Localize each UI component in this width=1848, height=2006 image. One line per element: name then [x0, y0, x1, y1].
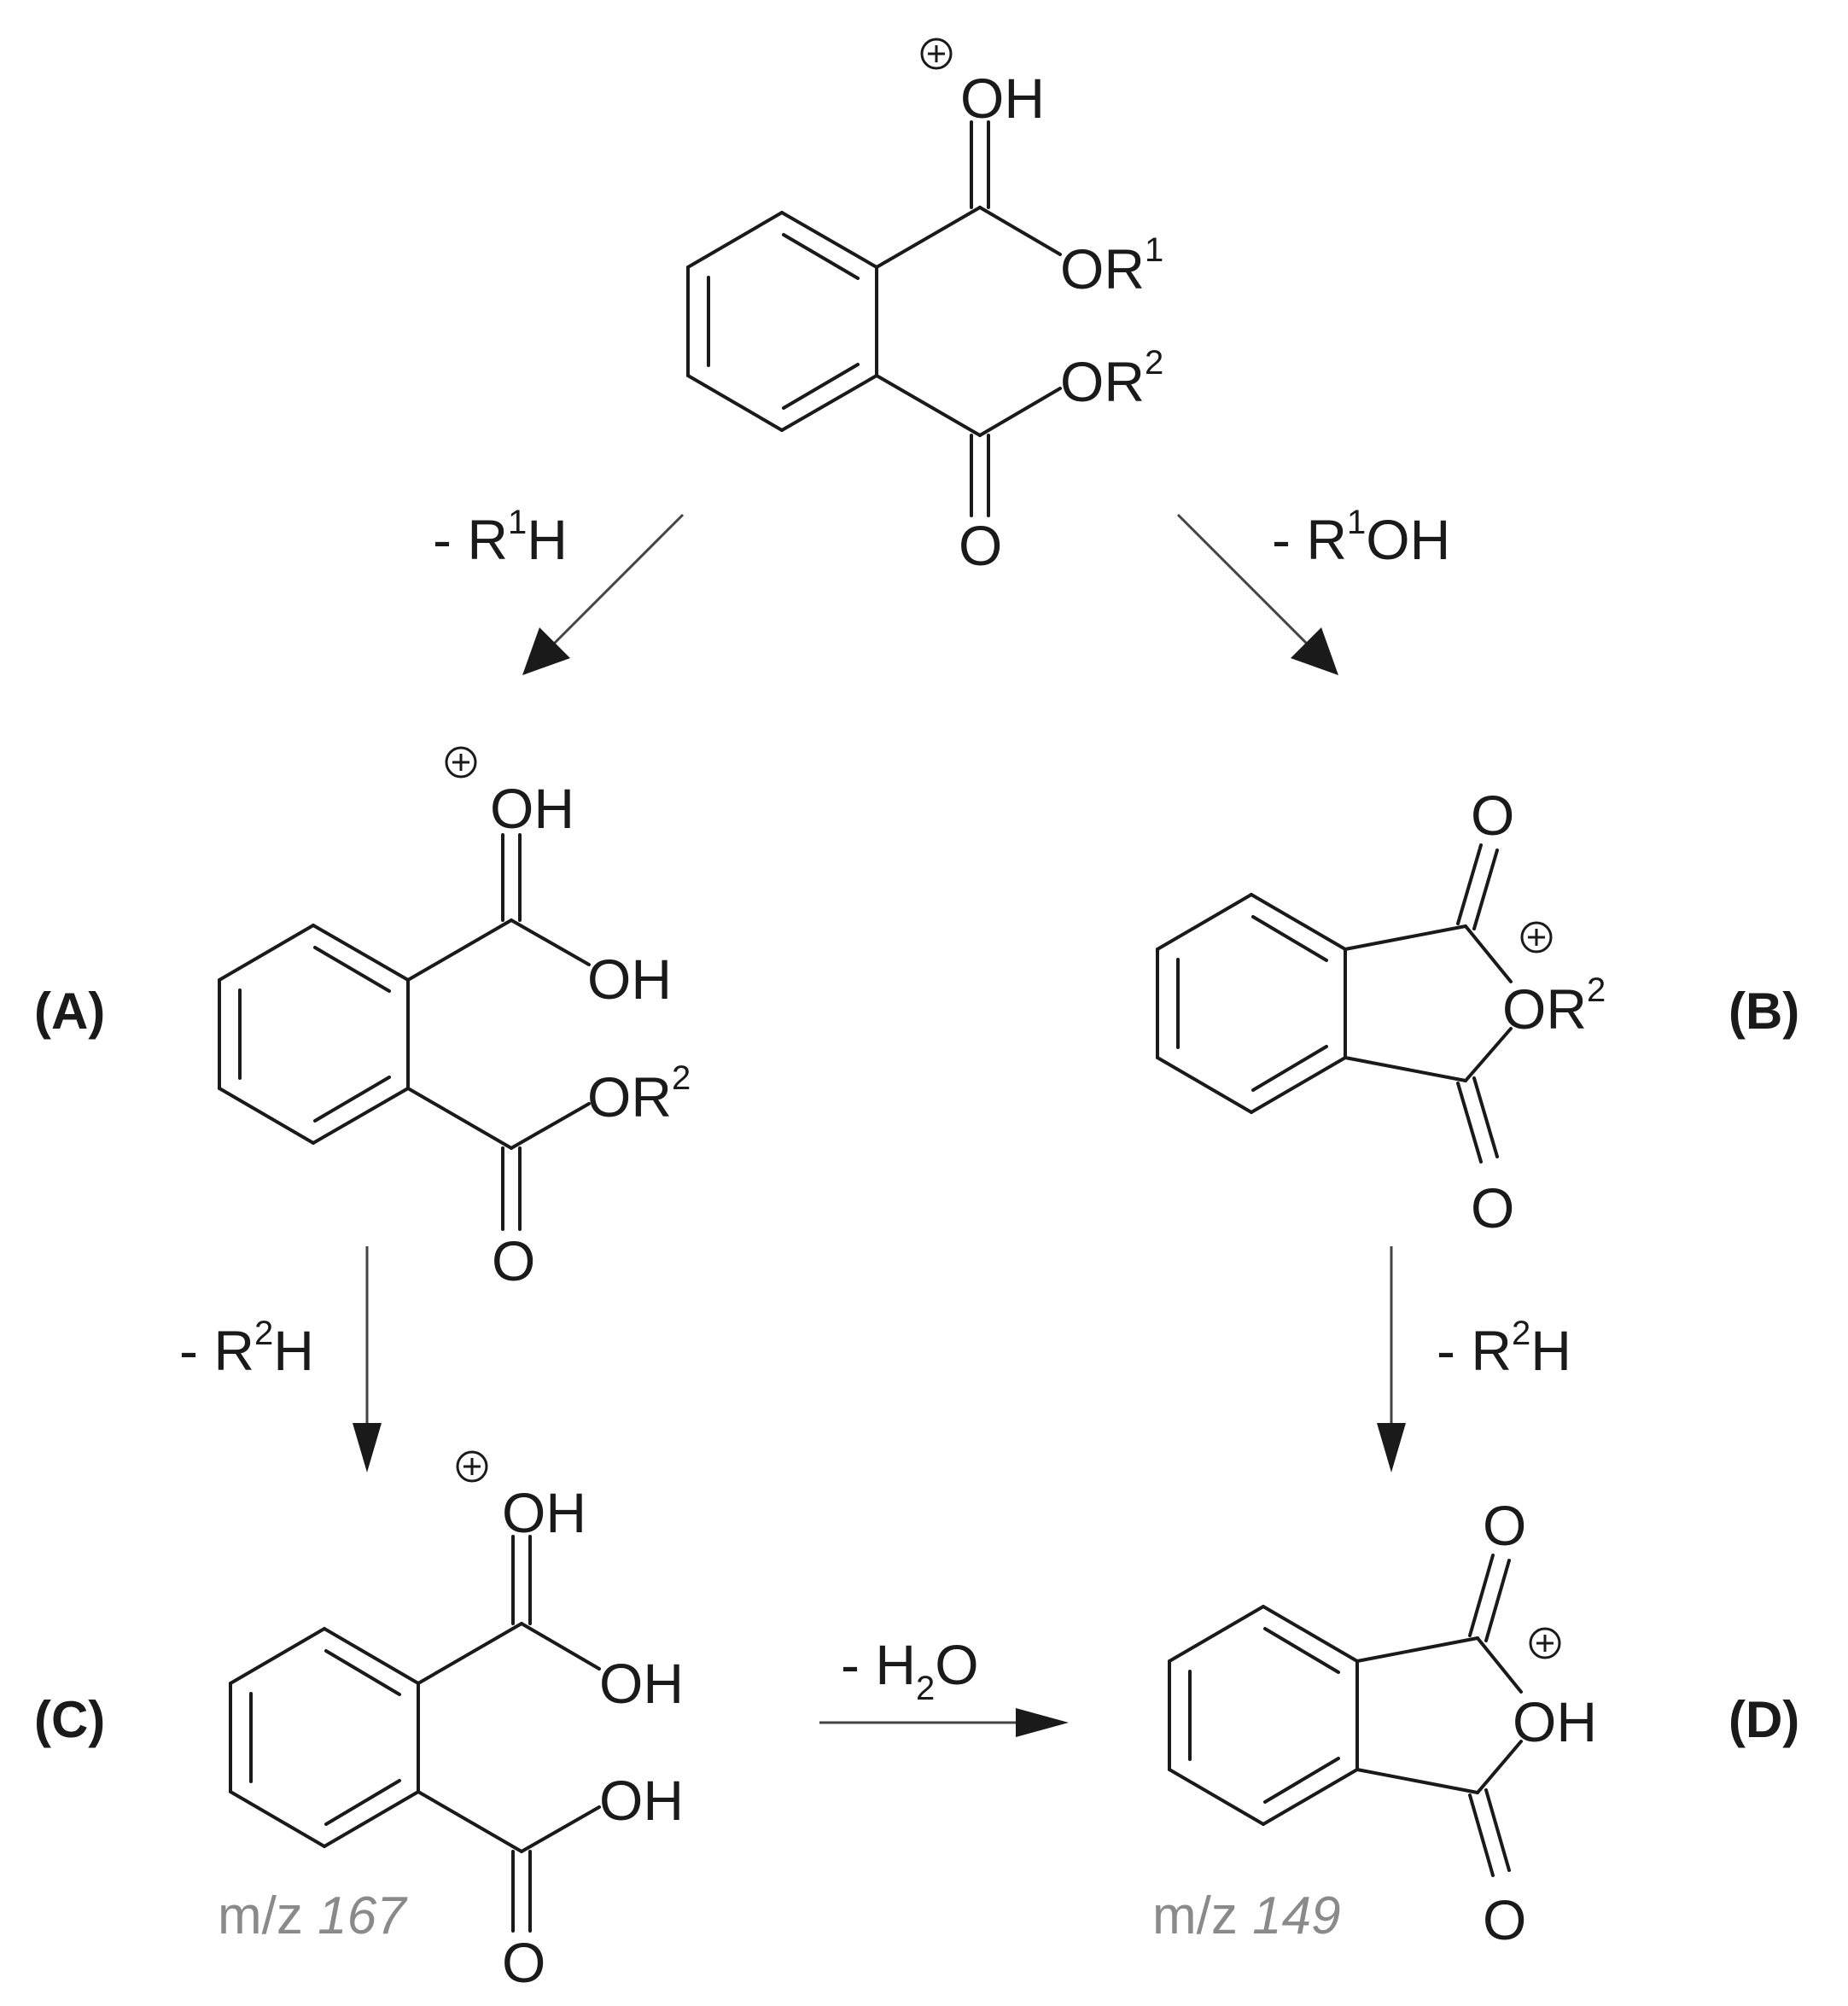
- label-A: (A): [34, 983, 105, 1040]
- atom-oh: OH: [960, 67, 1045, 130]
- intermediate-A: OH OH OR2 O: [218, 746, 691, 1292]
- label-D: (D): [1728, 1691, 1799, 1748]
- atom-or2: OR2: [1502, 971, 1606, 1041]
- benzene-ring-top: [686, 211, 878, 432]
- benzene-ring-B: [1156, 893, 1347, 1114]
- arrow-to-B: [1176, 513, 1338, 675]
- condition-loss-r1oh: - R1OH: [1272, 504, 1450, 571]
- arrow-to-C: [353, 1246, 382, 1472]
- product-C: OH OH OH O: [229, 1450, 684, 1994]
- atom-oh: OH: [599, 1769, 684, 1832]
- arrow-dehydration: [819, 1708, 1069, 1737]
- arrow-to-D: [1377, 1246, 1406, 1472]
- plus-charge: [920, 38, 953, 70]
- atom-or1: OR1: [1060, 231, 1163, 300]
- starting-phthalate-diester: OH OR1 OR2 O: [686, 38, 1163, 577]
- atom-o: O: [959, 514, 1002, 577]
- atom-o: O: [1483, 1888, 1526, 1951]
- product-D: O OH O: [1168, 1494, 1597, 1951]
- atom-o: O: [502, 1931, 545, 1994]
- atom-oh: OH: [490, 777, 574, 840]
- label-C: (C): [34, 1691, 105, 1748]
- arrow-to-A: [522, 513, 685, 675]
- benzene-ring-A: [218, 924, 410, 1145]
- atom-oh: OH: [502, 1481, 586, 1544]
- plus-charge: [1520, 921, 1553, 953]
- intermediate-B: O OR2 O: [1156, 784, 1606, 1239]
- label-B: (B): [1728, 983, 1799, 1040]
- atom-o: O: [1471, 1176, 1514, 1239]
- benzene-ring-C: [229, 1627, 420, 1848]
- plus-charge: [456, 1450, 488, 1483]
- benzene-ring-D: [1168, 1605, 1359, 1826]
- atom-o: O: [1483, 1494, 1526, 1557]
- condition-loss-r1h: - R1H: [433, 504, 568, 571]
- condition-loss-r2h-left: - R2H: [179, 1315, 314, 1382]
- condition-loss-h2o: - H2O: [841, 1633, 979, 1707]
- mass-label-C: m/z 167: [218, 1886, 408, 1945]
- mass-label-D: m/z 149: [1152, 1886, 1341, 1945]
- atom-oh: OH: [587, 948, 672, 1011]
- atom-oh: OH: [1513, 1690, 1597, 1753]
- atom-or2: OR2: [1060, 344, 1163, 413]
- atom-or2: OR2: [587, 1059, 691, 1128]
- atom-o: O: [492, 1229, 535, 1292]
- plus-charge: [445, 746, 477, 778]
- atom-o: O: [1471, 784, 1514, 847]
- plus-charge: [1529, 1627, 1561, 1659]
- atom-oh: OH: [599, 1652, 684, 1715]
- condition-loss-r2h-right: - R2H: [1437, 1315, 1571, 1382]
